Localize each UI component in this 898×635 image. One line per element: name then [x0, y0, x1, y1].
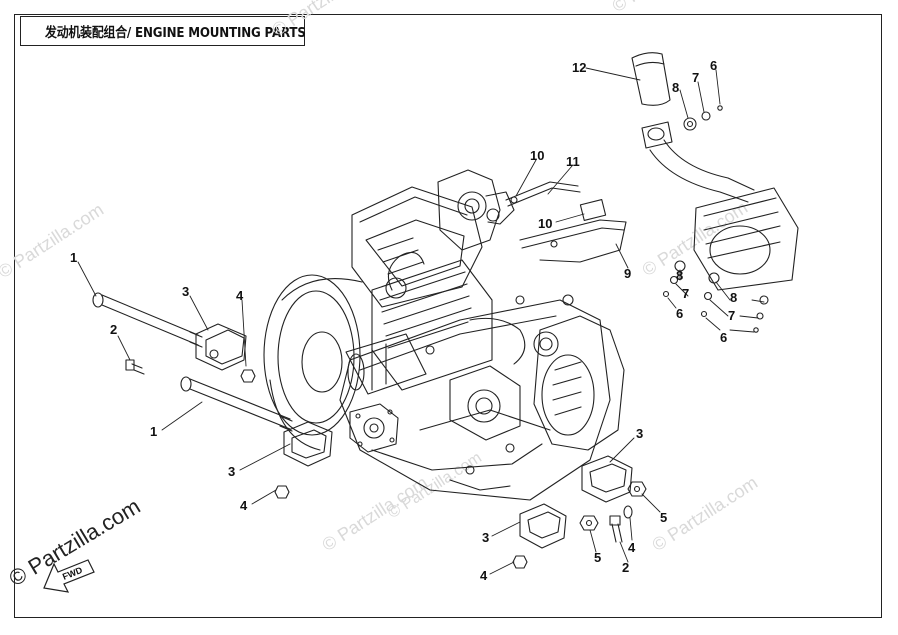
- page-title: 发动机装配组合/ ENGINE MOUNTING PARTS: [45, 25, 306, 41]
- engine-mounts: [195, 323, 647, 569]
- callout-10: 10: [538, 216, 552, 231]
- callout-8: 8: [672, 80, 679, 95]
- title-box: 发动机装配组合/ ENGINE MOUNTING PARTS: [20, 16, 306, 46]
- callout-11: 11: [566, 154, 580, 169]
- callout-3: 3: [228, 464, 235, 479]
- callout-2: 2: [622, 560, 629, 575]
- callout-4: 4: [480, 568, 488, 583]
- callout-10: 10: [530, 148, 544, 163]
- hose-assembly: [505, 181, 627, 263]
- callout-5: 5: [660, 510, 667, 525]
- breather-assembly: [631, 52, 799, 333]
- callout-2: 2: [110, 322, 117, 337]
- callout-3: 3: [182, 284, 189, 299]
- callout-4: 4: [236, 288, 244, 303]
- callout-6: 6: [710, 58, 717, 73]
- callout-7: 7: [728, 308, 735, 323]
- diagram-frame: [14, 14, 882, 618]
- callout-7: 7: [682, 286, 689, 301]
- callout-3: 3: [482, 530, 489, 545]
- callout-7: 7: [692, 70, 699, 85]
- callout-5: 5: [594, 550, 601, 565]
- callout-4: 4: [628, 540, 636, 555]
- callout-labels: 1 1 2 2 3 3 3 3 4 4 4 4 5 5 6 6 6 6 7 7 …: [70, 58, 737, 583]
- callout-6: 6: [720, 330, 727, 345]
- callout-8: 8: [676, 268, 683, 283]
- callout-9: 9: [624, 266, 631, 281]
- callout-8: 8: [730, 290, 737, 305]
- callout-3: 3: [636, 426, 643, 441]
- leader-lines: [77, 67, 765, 575]
- callout-6: 6: [676, 306, 683, 321]
- callout-1: 1: [150, 424, 157, 439]
- fwd-arrow: FWD: [43, 559, 95, 593]
- engine-assembly: [263, 169, 625, 501]
- callout-4: 4: [240, 498, 248, 513]
- callout-12: 12: [572, 60, 586, 75]
- mounting-bolts: [92, 292, 623, 543]
- callout-1: 1: [70, 250, 77, 265]
